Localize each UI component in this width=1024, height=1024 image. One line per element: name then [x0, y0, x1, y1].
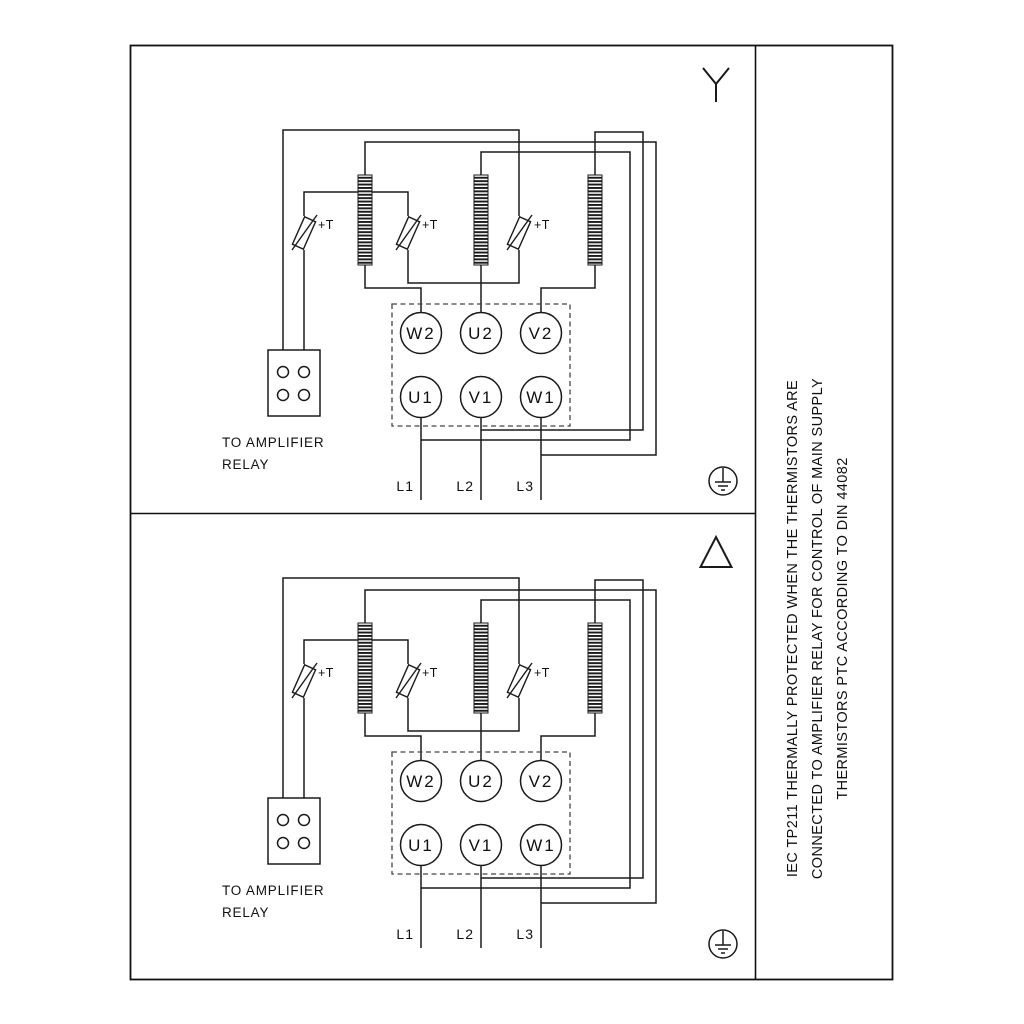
delta-panel-circuit — [267, 577, 657, 949]
terminal-label-w2: W2 — [406, 772, 436, 791]
terminal-label-v1: V1 — [469, 388, 494, 407]
thermistor-label: +T — [422, 218, 438, 232]
terminal-label-w1: W1 — [526, 836, 556, 855]
terminal-label-u2: U2 — [468, 324, 494, 343]
earth-ground-icon — [708, 929, 738, 959]
terminal-label-u1: U1 — [408, 388, 434, 407]
side-note-line-3: THERMISTORS PTC ACCORDING TO DIN 44082 — [835, 457, 851, 800]
delta-panel-labels: W2 U2 V2 U1 V1 W1 +T +T +T TO AMPLIFIER … — [222, 666, 556, 942]
thermistor-label: +T — [318, 218, 334, 232]
side-note-line-1: IEC TP211 THERMALLY PROTECTED WHEN THE T… — [785, 379, 801, 878]
supply-label-l1: L1 — [396, 926, 414, 942]
relay-caption-line2: RELAY — [222, 905, 269, 920]
relay-caption-line2: RELAY — [222, 457, 269, 472]
supply-label-l3: L3 — [516, 926, 534, 942]
earth-ground-icon — [708, 466, 738, 496]
supply-label-l2: L2 — [456, 926, 474, 942]
side-note-column: IEC TP211 THERMALLY PROTECTED WHEN THE T… — [756, 45, 893, 980]
relay-caption-line1: TO AMPLIFIER — [222, 435, 324, 450]
delta-symbol-icon — [699, 536, 733, 568]
terminal-label-w2: W2 — [406, 324, 436, 343]
supply-label-l1: L1 — [396, 478, 414, 494]
terminal-label-v2: V2 — [529, 772, 554, 791]
terminal-label-v1: V1 — [469, 836, 494, 855]
star-panel-labels: W2 U2 V2 U1 V1 W1 +T +T +T TO AMPLIFIER … — [222, 218, 556, 494]
thermistor-label: +T — [318, 666, 334, 680]
side-note-text: IEC TP211 THERMALLY PROTECTED WHEN THE T… — [781, 378, 856, 879]
terminal-label-w1: W1 — [526, 388, 556, 407]
side-note-line-2: CONNECTED TO AMPLIFIER RELAY FOR CONTROL… — [810, 377, 826, 880]
supply-label-l2: L2 — [456, 478, 474, 494]
terminal-label-u1: U1 — [408, 836, 434, 855]
diagram-frame — [129, 44, 894, 981]
thermistor-label: +T — [422, 666, 438, 680]
thermistor-label: +T — [534, 666, 550, 680]
supply-label-l3: L3 — [516, 478, 534, 494]
star-panel-circuit — [267, 129, 657, 501]
star-symbol-icon — [702, 67, 730, 103]
thermistor-label: +T — [534, 218, 550, 232]
relay-caption-line1: TO AMPLIFIER — [222, 883, 324, 898]
terminal-label-v2: V2 — [529, 324, 554, 343]
terminal-label-u2: U2 — [468, 772, 494, 791]
